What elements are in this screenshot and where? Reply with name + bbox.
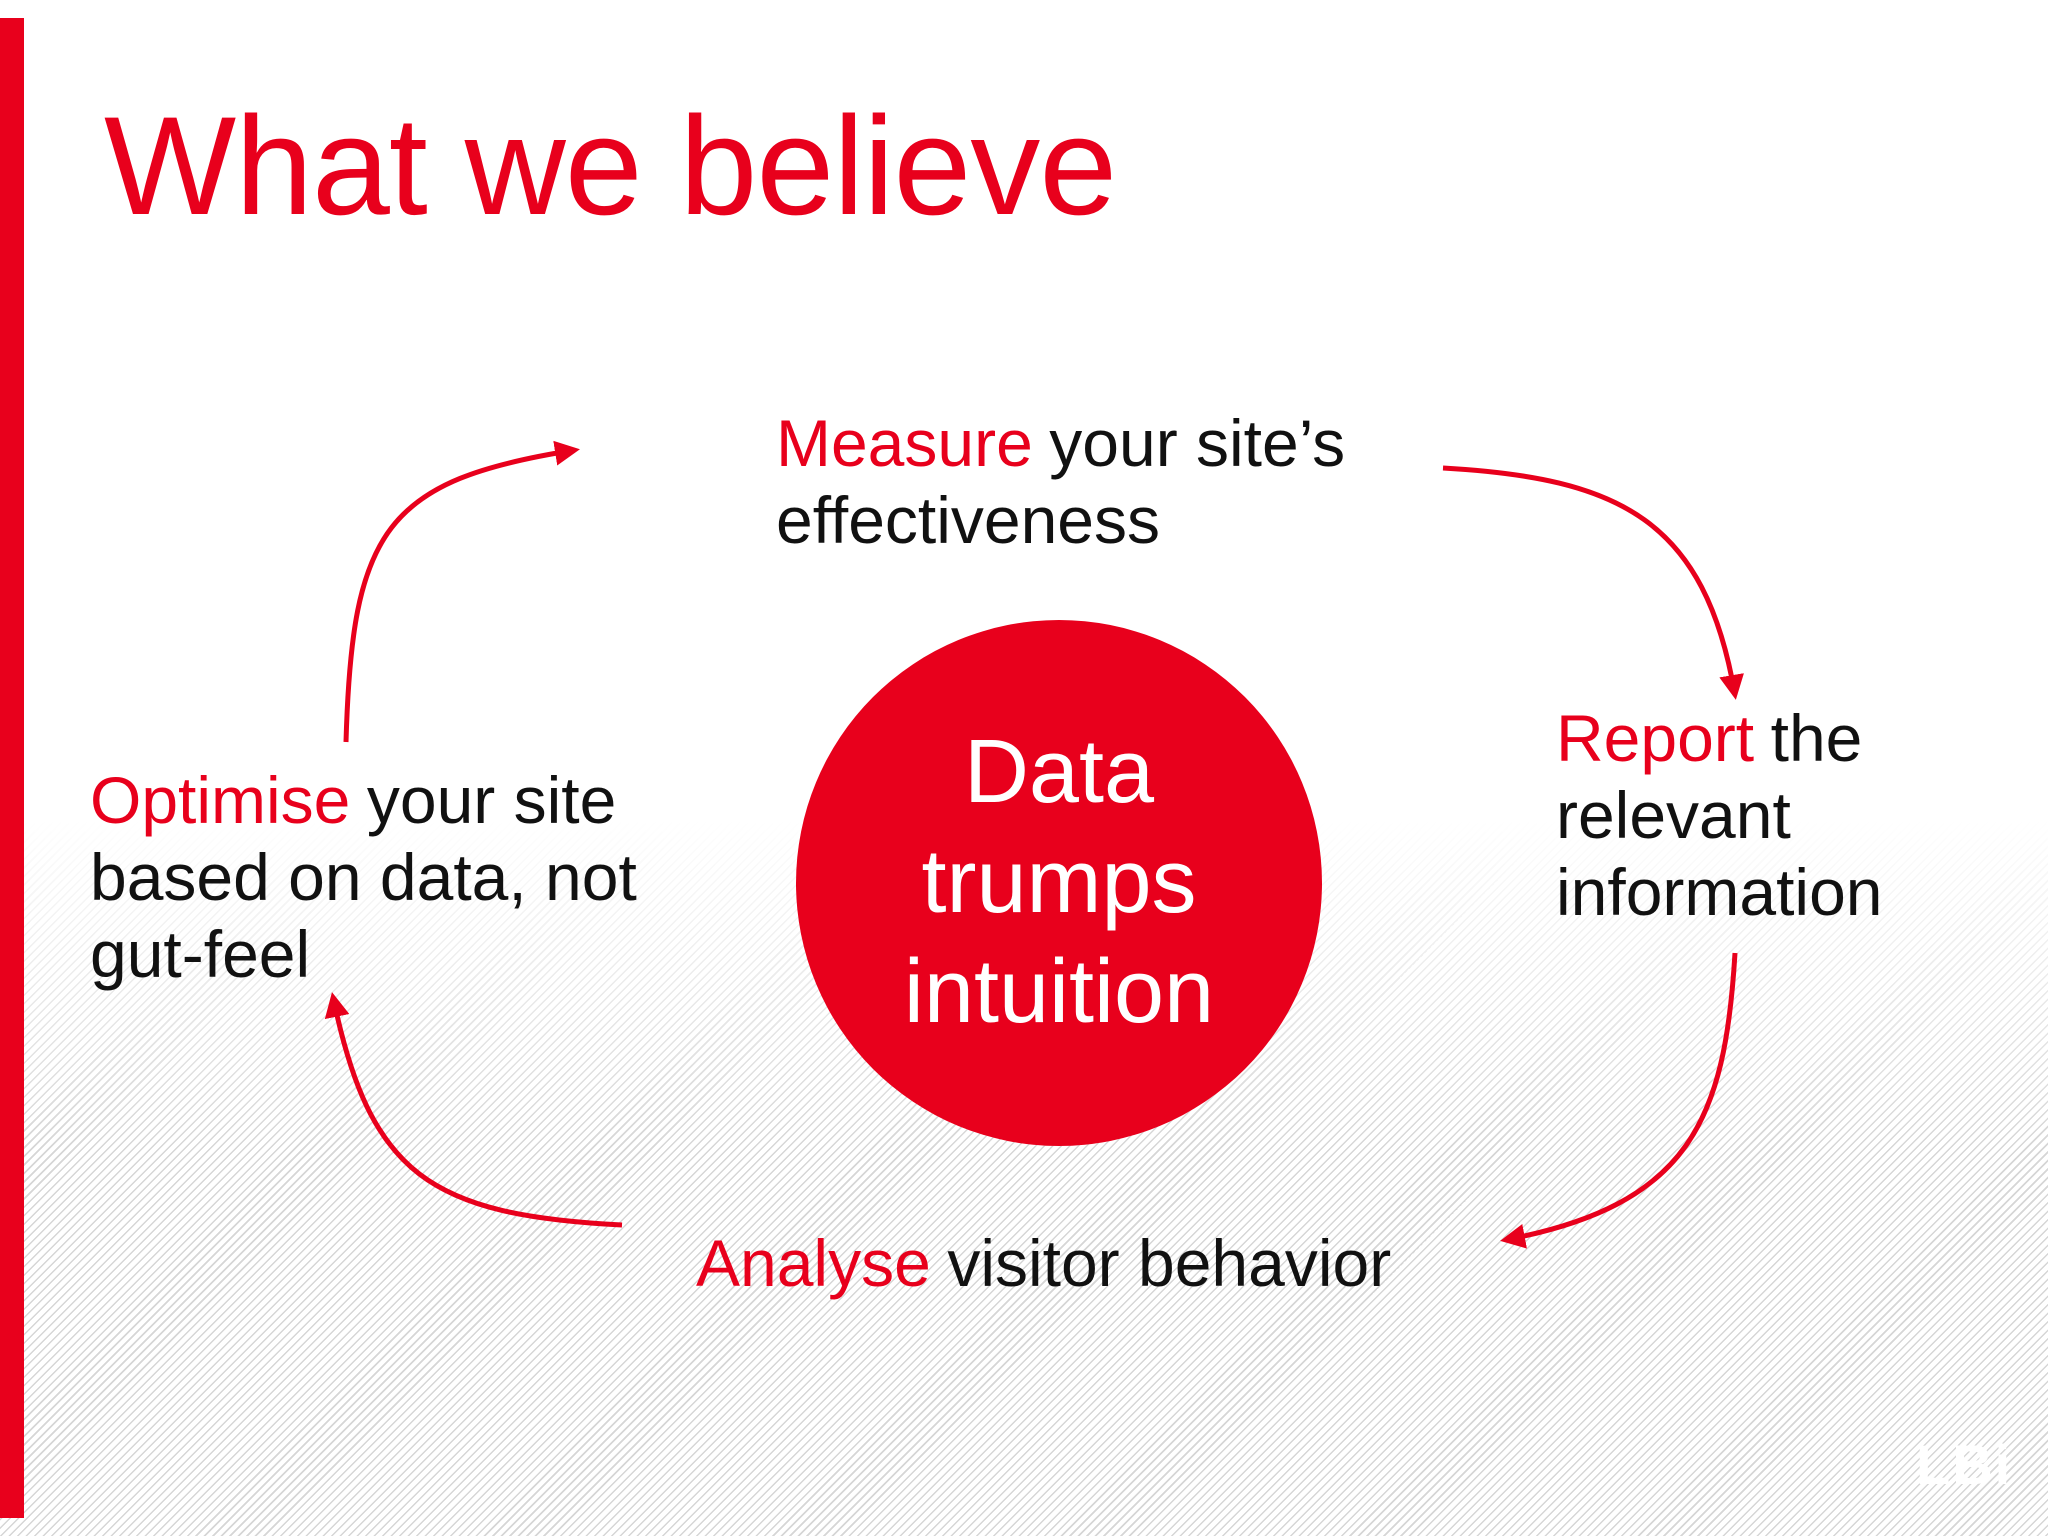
arrow-measure-to-report [1442,465,1744,700]
step-optimise-text-1: your site [366,763,617,837]
step-measure-keyword: Measure [776,406,1033,480]
center-circle: Data trumps intuition [796,620,1322,1146]
accent-bar [0,18,24,1518]
arrow-analyse-to-optimise [324,992,623,1228]
step-measure-text-2: effectiveness [776,483,1161,558]
arrow-optimise-to-measure [343,440,580,743]
step-analyse-keyword: Analyse [696,1226,931,1300]
step-optimise-text-3: gut-feel [90,917,311,992]
step-report-keyword: Report [1556,701,1755,775]
center-circle-text: Data trumps intuition [903,722,1215,1042]
step-report-text-3: information [1556,855,1883,930]
step-report-text-1: the [1770,701,1863,775]
step-optimise-text-2: based on data, not [90,840,637,915]
step-analyse-text-1: visitor behavior [947,1226,1392,1300]
step-measure-text-1: your site’s [1049,406,1346,480]
step-optimise-keyword: Optimise [90,763,351,837]
slide-title: What we believe [104,87,1117,244]
step-report-text-2: relevant [1556,778,1791,853]
lbi-logo: LBi [1916,1433,2013,1496]
arrow-report-to-analyse [1500,952,1738,1249]
